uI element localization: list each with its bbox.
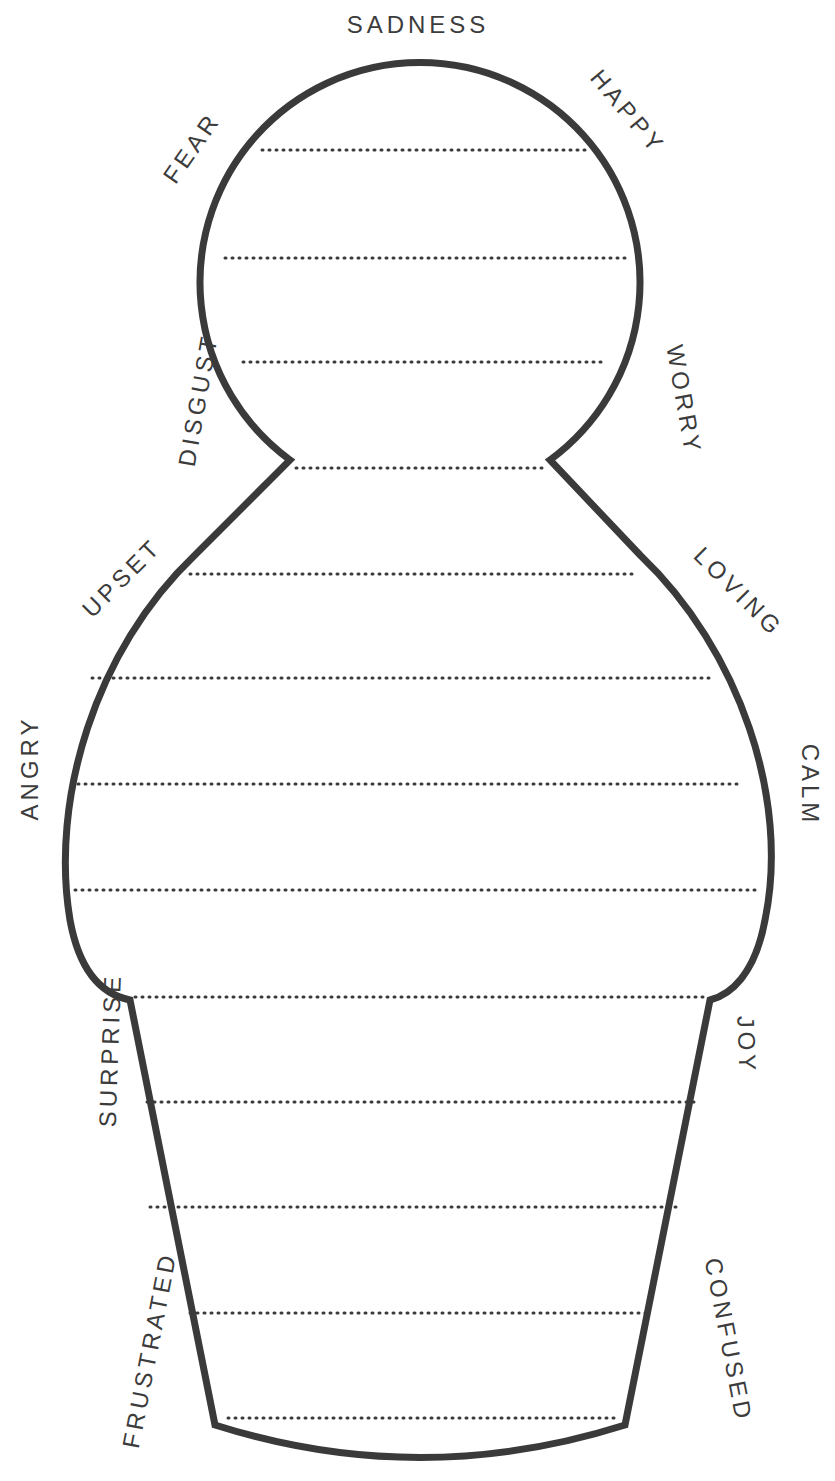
emotion-label: DISGUST <box>174 332 221 469</box>
dotted-line <box>225 257 627 260</box>
emotion-label: SADNESS <box>347 13 490 37</box>
dotted-line <box>190 573 636 576</box>
emotion-label: CONFUSED <box>700 1256 755 1424</box>
emotion-label: FEAR <box>159 108 225 187</box>
dotted-line <box>75 889 758 892</box>
emotion-label: CALM <box>798 744 822 827</box>
emotion-label: JOY <box>733 1015 759 1074</box>
dotted-line <box>190 1312 650 1315</box>
emotion-label: SURPRISE <box>95 972 124 1127</box>
dotted-line <box>135 996 705 999</box>
dotted-line <box>243 361 603 364</box>
emotion-label: HAPPY <box>586 65 670 158</box>
dotted-line <box>78 783 741 786</box>
dotted-line <box>150 1206 680 1209</box>
emotion-label: WORRY <box>662 343 705 457</box>
dotted-line <box>228 1417 618 1420</box>
dotted-line <box>296 467 545 470</box>
dotted-line <box>147 1101 695 1104</box>
dotted-line <box>262 149 588 152</box>
body-outline <box>65 63 771 1458</box>
emotion-label: UPSET <box>78 534 166 622</box>
emotion-label: ANGRY <box>18 716 42 821</box>
emotion-label: FRUSTRATED <box>119 1250 181 1450</box>
dotted-line <box>92 677 712 680</box>
